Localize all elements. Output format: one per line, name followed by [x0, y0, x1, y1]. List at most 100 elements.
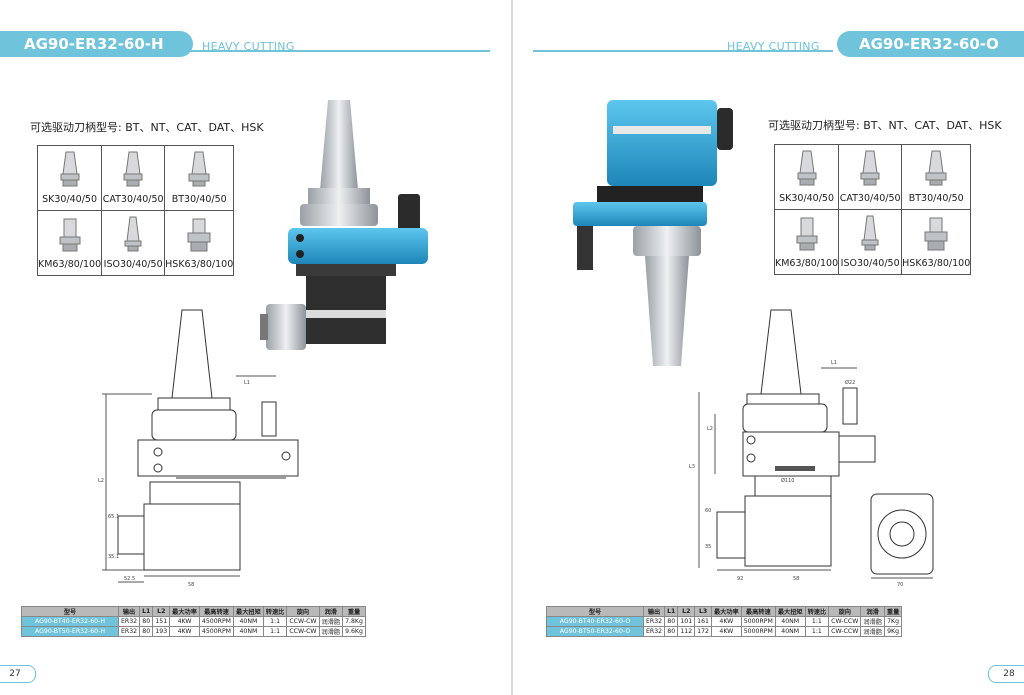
table-header-cell: 旋向	[828, 606, 862, 617]
shank-cell: SK30/40/50	[773, 144, 840, 210]
table-header-cell: 转速比	[262, 606, 288, 617]
dimension-l1: L1	[244, 380, 250, 386]
table-cell: 1:1	[262, 626, 288, 637]
table-cell: 润滑脂	[860, 616, 885, 627]
shank-cell: CAT30/40/50	[838, 144, 903, 210]
table-cell: 40NM	[233, 626, 264, 637]
dimension-dia: Ø110	[781, 477, 794, 484]
shank-cell: BT30/40/50	[901, 144, 972, 210]
shank-label: HSK63/80/100	[902, 258, 971, 269]
table-cell: 4KW	[169, 626, 200, 637]
shank-options-table: SK30/40/50 CAT30/40/50 BT30/40/50 KM63/8…	[773, 144, 972, 275]
table-header-cell: 重量	[342, 606, 366, 617]
table-cell: 80	[139, 626, 154, 637]
table-cell: CCW-CW	[286, 616, 320, 627]
table-cell: 5000RPM	[740, 626, 776, 637]
table-header-cell: L3	[694, 606, 712, 617]
shank-label: CAT30/40/50	[839, 193, 901, 204]
shank-cell: KM63/80/100	[773, 209, 840, 275]
table-cell: 4KW	[169, 616, 200, 627]
table-cell: 1:1	[262, 616, 288, 627]
table-header-cell: L1	[139, 606, 154, 617]
shank-label: CAT30/40/50	[102, 194, 164, 205]
dimension-d2: 58	[793, 576, 799, 582]
table-cell: ER32	[117, 626, 141, 637]
table-cell: 40NM	[774, 626, 806, 637]
table-header-cell: 型号	[21, 606, 119, 617]
table-cell: CCW-CW	[286, 626, 320, 637]
table-cell: 1:1	[804, 616, 830, 627]
table-header-cell: 最大功率	[710, 606, 742, 617]
shank-subtitle: 可选驱动刀柄型号: BT、NT、CAT、DAT、HSK	[30, 121, 264, 134]
shank-cell: KM63/80/100	[36, 210, 103, 276]
model-cell: AG90-BT50-ER32-60-O	[546, 626, 644, 637]
table-cell: 4KW	[710, 616, 742, 627]
table-cell: 40NM	[774, 616, 806, 627]
bt-shank-icon	[925, 150, 947, 186]
left-page: AG90-ER32-60-H HEAVY CUTTING 可选驱动刀柄型号: B…	[0, 0, 511, 695]
dimension-d1: 92	[737, 576, 743, 582]
table-cell: CW-CCW	[828, 626, 862, 637]
table-header-cell: 最大功率	[169, 606, 200, 617]
dimension-l1: L1	[831, 360, 837, 366]
shank-options-table: SK30/40/50 CAT30/40/50 BT30/40/50 KM63/8…	[36, 145, 235, 276]
table-header-cell: 最大扭矩	[233, 606, 264, 617]
table-cell: 5000RPM	[740, 616, 776, 627]
table-header-cell: L2	[677, 606, 696, 617]
header-rule	[533, 50, 833, 52]
shank-cell: ISO30/40/50	[838, 209, 903, 275]
table-header-cell: 重量	[883, 606, 903, 617]
model-cell: AG90-BT50-ER32-60-H	[21, 626, 119, 637]
shank-label: KM63/80/100	[38, 259, 102, 270]
shank-cell: HSK63/80/100	[164, 210, 235, 276]
product-photo-h	[260, 100, 428, 350]
dimension-l2: L2	[707, 426, 713, 432]
table-header-cell: L1	[664, 606, 679, 617]
model-cell: AG90-BT40-ER32-60-H	[21, 616, 119, 627]
table-cell: 9.6Kg	[342, 626, 366, 637]
table-cell: 151	[152, 616, 171, 627]
model-title-banner: AG90-ER32-60-O	[837, 31, 1024, 57]
shank-label: SK30/40/50	[779, 193, 835, 204]
model-cell: AG90-BT40-ER32-60-O	[546, 616, 644, 627]
table-cell: CW-CCW	[828, 616, 862, 627]
km-shank-icon	[59, 218, 81, 252]
table-header-cell: 输出	[117, 606, 141, 617]
dimension-d5: 35	[705, 544, 711, 550]
sk-shank-icon	[797, 150, 817, 186]
shank-subtitle: 可选驱动刀柄型号: BT、NT、CAT、DAT、HSK	[768, 119, 1002, 132]
table-cell: 172	[694, 626, 712, 637]
cat-shank-icon	[123, 151, 143, 187]
shank-cell: BT30/40/50	[164, 145, 235, 211]
km-shank-icon	[796, 217, 818, 251]
dimension-l2: L2	[98, 478, 104, 484]
dimension-l3: L3	[689, 464, 695, 470]
model-title-banner: AG90-ER32-60-H	[0, 31, 193, 57]
shank-cell: HSK63/80/100	[901, 209, 972, 275]
shank-label: ISO30/40/50	[103, 259, 163, 270]
dimension-d2: 35.1	[108, 554, 119, 560]
technical-drawing-o: L3 L2 L1 Ø110 92 58 70 60 35 Ø22	[689, 309, 934, 588]
table-cell: 7Kg	[883, 616, 903, 627]
product-photo-o	[573, 100, 733, 366]
table-cell: 101	[677, 616, 696, 627]
table-cell: 80	[139, 616, 154, 627]
table-cell: 7.8Kg	[342, 616, 366, 627]
table-header-cell: 型号	[546, 606, 644, 617]
shank-label: ISO30/40/50	[840, 258, 900, 269]
header-rule	[190, 50, 490, 52]
technical-drawing-h: L2 L1 65.1 35.1 52.5 58	[98, 309, 299, 588]
table-cell: ER32	[642, 626, 666, 637]
shank-cell: ISO30/40/50	[101, 210, 166, 276]
dimension-d4: 60	[705, 508, 711, 514]
table-cell: 4500RPM	[198, 616, 235, 627]
shank-cell: CAT30/40/50	[101, 145, 166, 211]
table-cell: 4KW	[710, 626, 742, 637]
shank-label: BT30/40/50	[908, 193, 964, 204]
table-header-cell: 最大扭矩	[774, 606, 806, 617]
shank-label: HSK63/80/100	[165, 259, 234, 270]
